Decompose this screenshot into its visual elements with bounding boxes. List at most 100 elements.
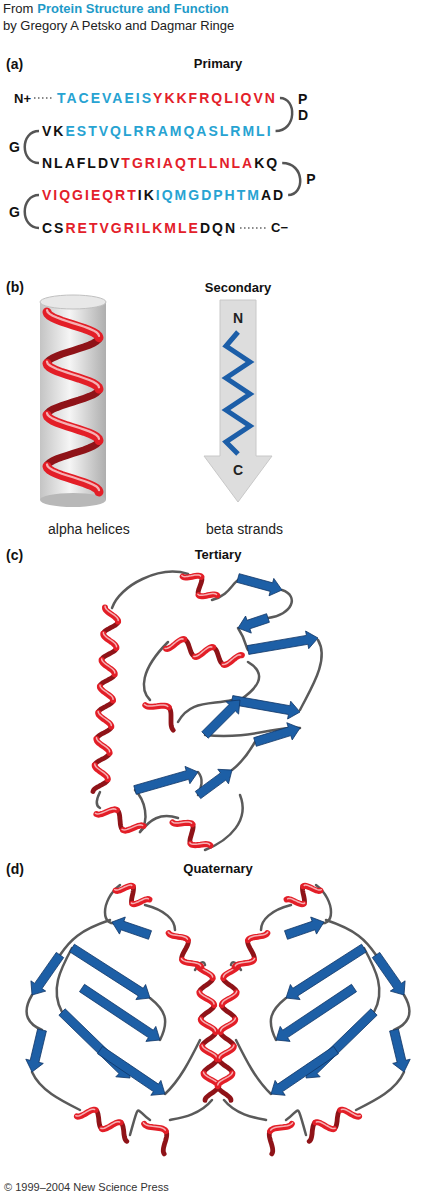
helix-highlight — [219, 1045, 234, 1058]
panel-letter: (b) — [6, 280, 24, 294]
helix-highlight — [101, 1122, 120, 1129]
coil — [236, 1040, 271, 1094]
helix-highlight — [105, 606, 118, 620]
dotted-terminus — [240, 227, 268, 229]
sequence-segment: AD — [261, 188, 285, 202]
beta-strand — [112, 917, 152, 939]
icon-caption: beta strands — [206, 522, 283, 536]
alpha-helix — [117, 810, 123, 830]
panel-letter: (c) — [6, 548, 23, 562]
coil — [356, 1072, 404, 1110]
residue-label: P — [298, 92, 307, 106]
helix-highlight — [122, 825, 143, 830]
helix-highlight — [144, 704, 167, 706]
helix-highlight — [47, 362, 99, 388]
secondary-icons — [40, 295, 272, 507]
sequence-row: NLAFLDVTGRIAQTLLNLAKQ — [42, 156, 279, 170]
alpha-helix — [184, 639, 195, 656]
residue-label: G — [9, 140, 20, 154]
sequence-segment: ESTVQLRRAMQASLRMLI — [65, 124, 272, 138]
alpha-helix — [145, 705, 168, 707]
beta-strand — [285, 917, 325, 939]
helix-highlight — [131, 898, 148, 903]
coil — [240, 662, 259, 700]
alpha-helix — [191, 844, 211, 846]
alpha-helix — [169, 707, 174, 730]
coil — [97, 792, 100, 808]
helix-highlight — [249, 932, 268, 939]
terminus-label: N — [233, 311, 243, 325]
helix-highlight — [182, 959, 201, 966]
helix-highlight — [76, 1109, 95, 1116]
helix-highlight — [218, 1072, 233, 1085]
quaternary-structure — [26, 885, 410, 1154]
helix-highlight — [235, 959, 254, 966]
copyright-note: © 1999–2004 New Science Press — [4, 1182, 169, 1193]
helix-highlight — [168, 932, 187, 939]
sequence-segment: IQMGDPHTM — [156, 188, 261, 202]
helix-highlight — [98, 712, 111, 726]
cylinder-top — [40, 295, 106, 309]
beta-strand — [26, 1029, 47, 1072]
helix-highlight — [47, 413, 99, 439]
panel-letter: (a) — [6, 57, 23, 71]
cylinder-helix — [47, 310, 99, 492]
coil — [112, 572, 188, 608]
sequence-segment: TACEVAEIS — [57, 91, 153, 105]
beta-strand — [372, 952, 405, 995]
helix-cylinder — [40, 302, 106, 500]
helix-highlight — [341, 1109, 360, 1116]
strand-arrow — [204, 300, 272, 502]
coil — [394, 995, 409, 1030]
beta-strand — [202, 700, 240, 738]
sequence-segment: CS — [42, 221, 65, 235]
panel-heading: Secondary — [205, 281, 271, 294]
beta-strand — [195, 769, 232, 798]
beta-strand — [271, 1046, 339, 1095]
helix-highlight — [95, 764, 108, 778]
helix-highlight — [194, 647, 212, 657]
coil — [60, 920, 110, 955]
helix-highlight — [190, 843, 210, 845]
helix-highlight — [165, 639, 183, 649]
header-text: From — [3, 2, 33, 15]
sequence-row: VKESTVQLRRAMQASLRMLI — [42, 124, 273, 138]
coil — [326, 920, 376, 955]
helix-highlight — [100, 685, 113, 699]
helix-highlight — [271, 1123, 293, 1130]
monomer-left — [26, 885, 219, 1154]
helix-highlight — [172, 822, 192, 824]
helix-highlight — [198, 594, 217, 596]
panel-heading: Primary — [194, 57, 242, 70]
helix-highlight — [316, 1122, 335, 1129]
helix-highlight — [201, 1018, 216, 1031]
header-authors: by Gregory A Petsko and Dagmar Ringe — [3, 19, 234, 32]
helix-highlight — [102, 659, 115, 673]
beta-strand — [254, 723, 300, 747]
sequence-segment: TGRIAQTLLNLA — [121, 156, 254, 170]
sequence-segment: DQN — [200, 221, 237, 235]
terminus-label: N+ — [14, 92, 31, 105]
residue-label: D — [298, 108, 308, 122]
beta-strand — [247, 631, 318, 654]
coil — [300, 640, 322, 710]
sequence-row: TACEVAEISYKKFRQLIQVN — [57, 91, 277, 105]
coil — [145, 905, 175, 930]
terminus-label: C− — [271, 221, 288, 234]
beta-strand — [31, 952, 64, 995]
sequence-segment: IK — [138, 188, 156, 202]
sequence-segment: NLAFLDV — [42, 156, 121, 170]
alpha-helix — [132, 899, 149, 904]
terminus-label: C — [233, 463, 243, 477]
helix-highlight — [47, 465, 99, 491]
chain-loop — [276, 98, 293, 131]
alpha-helix — [116, 886, 133, 891]
coil — [224, 1100, 266, 1120]
helix-highlight — [222, 991, 237, 1004]
helix-highlight — [202, 1045, 217, 1058]
alpha-helix — [270, 1124, 292, 1131]
alpha-helix — [47, 389, 99, 415]
coil — [27, 995, 42, 1030]
coil — [261, 905, 291, 930]
